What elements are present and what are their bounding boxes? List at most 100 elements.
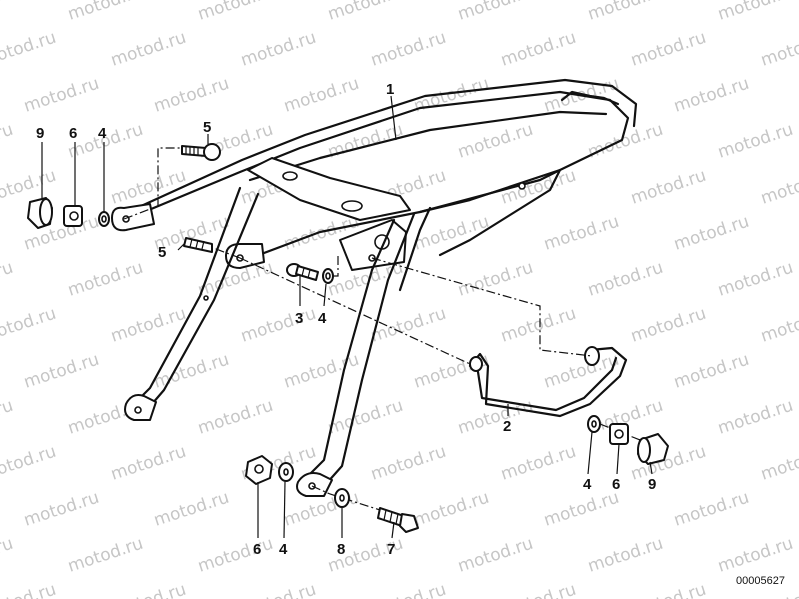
watermark-text: motod.ru [715, 258, 795, 301]
leader-lines [41, 95, 653, 539]
watermark-text: motod.ru [368, 28, 448, 71]
watermark-text: motod.ru [498, 304, 578, 347]
watermark-text: motod.ru [21, 74, 101, 117]
callout-5-top: 5 [203, 119, 211, 136]
watermark-text: motod.ru [758, 166, 799, 209]
watermark-text: motod.ru [715, 534, 795, 577]
watermark-text: motod.ru [628, 166, 708, 209]
watermark-text: motod.ru [151, 350, 231, 393]
watermark-text: motod.ru [671, 488, 751, 531]
watermark-text: motod.ru [0, 534, 16, 577]
bolt-bottom [377, 507, 419, 533]
washer-bottom [278, 462, 294, 482]
watermark-text: motod.ru [65, 258, 145, 301]
rear-frame-part [111, 78, 638, 497]
callout-1-top: 1 [386, 81, 394, 98]
screw-middle [183, 237, 213, 253]
callout-4-bottom: 4 [279, 541, 288, 558]
washer-left [98, 211, 110, 227]
watermark-text: motod.ru [65, 534, 145, 577]
callout-4-mid: 4 [318, 310, 327, 327]
watermark-text: motod.ru [758, 28, 799, 71]
watermark-text: motod.ru [671, 74, 751, 117]
assembly-lines [123, 147, 641, 511]
callout-6-left: 6 [69, 125, 77, 142]
watermark-text: motod.ru [238, 304, 318, 347]
watermark-text: motod.ru [585, 534, 665, 577]
cap-nut-right [637, 433, 669, 465]
bolt-center [286, 263, 319, 281]
washer-right [587, 415, 601, 433]
watermark-text: motod.ru [238, 28, 318, 71]
callout-6-bottom: 6 [253, 541, 261, 558]
watermark-text: motod.ru [455, 396, 535, 439]
hex-nut-right [609, 423, 629, 445]
watermark-text: motod.ru [0, 304, 59, 347]
watermark-text: motod.ru [628, 28, 708, 71]
watermark-text: motod.ru [281, 350, 361, 393]
watermark-text: motod.ru [411, 74, 491, 117]
watermark-text: motod.ru [195, 396, 275, 439]
watermark-text: motod.ru [498, 580, 578, 599]
watermark-text: motod.ru [585, 0, 665, 25]
callout-4-right: 4 [583, 476, 592, 493]
watermark-text: motod.ru [368, 442, 448, 485]
watermark-text: motod.ru [628, 304, 708, 347]
callout-labels: 1 9 6 4 5 5 3 4 2 4 6 9 6 4 8 7 [36, 81, 656, 558]
grab-handle-part [468, 346, 628, 418]
watermark-text: motod.ru [0, 580, 59, 599]
watermark-text: motod.ru [0, 28, 59, 71]
screw-top [181, 143, 221, 161]
watermark-text: motod.ru [0, 120, 16, 163]
callout-5-mid: 5 [158, 244, 166, 261]
watermark-text: motod.ru [0, 258, 16, 301]
watermark-text: motod.ru [195, 0, 275, 25]
watermark-text: motod.ru [455, 120, 535, 163]
watermark-text: motod.ru [455, 258, 535, 301]
hex-nut-bottom [245, 455, 273, 485]
watermark-text: motod.ru [65, 0, 145, 25]
callout-3: 3 [295, 310, 303, 327]
watermark-text: motod.ru [325, 0, 405, 25]
callout-9-right: 9 [648, 476, 656, 493]
watermark-text: motod.ru [455, 0, 535, 25]
watermark-text: motod.ru [541, 212, 621, 255]
watermark-text: motod.ru [0, 0, 16, 25]
watermark-text: motod.ru [541, 488, 621, 531]
callout-4-left: 4 [98, 125, 107, 142]
watermark-text: motod.ru [108, 580, 188, 599]
watermark-text: motod.ru [195, 534, 275, 577]
watermark-text: motod.ru [108, 442, 188, 485]
watermark-text: motod.ru [281, 74, 361, 117]
watermark-text: motod.ru [715, 120, 795, 163]
watermark-text: motod.ru [21, 350, 101, 393]
watermark-text: motod.ru [0, 396, 16, 439]
hex-nut-left [63, 205, 83, 227]
washer-center [322, 268, 334, 284]
watermark-text: motod.ru [671, 350, 751, 393]
callout-7-bottom: 7 [387, 541, 395, 558]
callout-8-bottom: 8 [337, 541, 345, 558]
watermark-text: motod.ru [758, 442, 799, 485]
watermark-text: motod.ru [628, 580, 708, 599]
watermark-text: motod.ru [498, 442, 578, 485]
watermark-text: motod.ru [21, 488, 101, 531]
watermark-text: motod.ru [151, 488, 231, 531]
watermark-text: motod.ru [0, 442, 59, 485]
watermark-text: motod.ru [498, 28, 578, 71]
watermark-text: motod.ru [238, 580, 318, 599]
watermark-text: motod.ru [108, 28, 188, 71]
callout-9-left: 9 [36, 125, 44, 142]
watermark-text: motod.ru [151, 74, 231, 117]
callout-2: 2 [503, 418, 511, 435]
watermark-text: motod.ru [715, 396, 795, 439]
watermark-text: motod.ru [368, 580, 448, 599]
watermark-text: motod.ru [411, 488, 491, 531]
watermark-text: motod.ru [758, 304, 799, 347]
washer-lower [334, 488, 350, 508]
fasteners [27, 143, 669, 533]
callout-6-right: 6 [612, 476, 620, 493]
watermark-text: motod.ru [455, 534, 535, 577]
